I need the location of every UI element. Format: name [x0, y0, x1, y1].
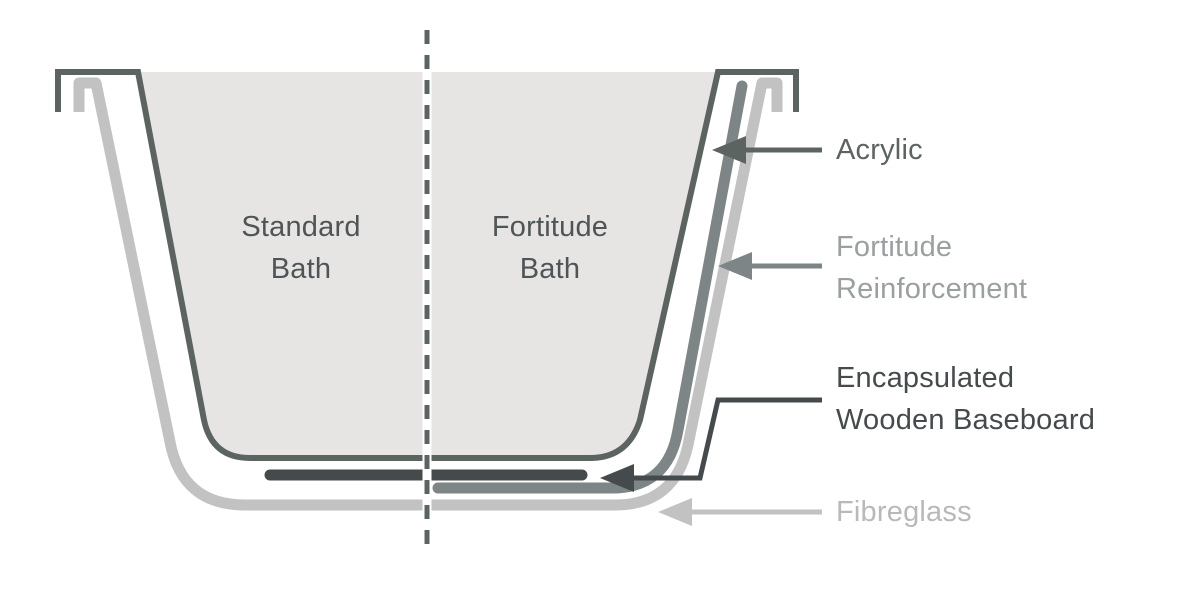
wooden-baseboard-arrow	[600, 397, 822, 492]
fortitude-bath-label: Fortitude Bath	[440, 206, 660, 290]
standard-bath-label-line-2: Bath	[270, 253, 332, 285]
standard-bath-label-line-1: Standard	[241, 211, 361, 243]
acrylic-label-line-1: Acrylic	[836, 134, 923, 166]
wooden-baseboard-label: Encapsulated Wooden Baseboard	[836, 357, 1095, 441]
fortitude-reinforcement-layer	[432, 80, 748, 494]
wooden-baseboard-label-line-2: Wooden Baseboard	[836, 404, 1096, 436]
fibreglass-arrow	[658, 498, 822, 526]
fortitude-bath-label-line-1: Fortitude	[491, 211, 609, 243]
wooden-baseboard-label-line-1: Encapsulated	[836, 362, 1015, 394]
acrylic-label: Acrylic	[836, 129, 923, 171]
standard-bath-label: Standard Bath	[191, 206, 411, 290]
fortitude-reinforcement-label-line-2: Reinforcement	[836, 273, 1028, 305]
fortitude-reinforcement-label-line-1: Fortitude	[836, 231, 953, 263]
fibreglass-label-line-1: Fibreglass	[836, 496, 972, 528]
acrylic-shell	[55, 69, 799, 461]
fortitude-reinforcement-label: Fortitude Reinforcement	[836, 226, 1027, 310]
fortitude-bath-label-line-2: Bath	[519, 253, 581, 285]
fortitude-reinforcement-arrow	[718, 252, 822, 280]
acrylic-arrow	[712, 136, 822, 164]
fibreglass-label: Fibreglass	[836, 491, 972, 533]
